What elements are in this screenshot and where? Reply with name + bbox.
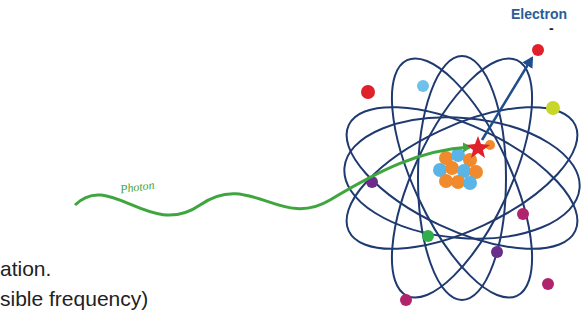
charge-sign: - (549, 20, 554, 36)
ejection-arrow (482, 58, 532, 140)
electrons (361, 80, 560, 306)
impact-star (466, 136, 490, 158)
photon-wave (75, 147, 470, 215)
slide-text-fragment: sible frequency) (0, 287, 148, 311)
ejected-electron (532, 44, 544, 56)
photon-label: Photon (119, 178, 155, 198)
slide-text-fragment: ation. (0, 257, 51, 281)
electron-label: Electron (511, 6, 567, 22)
